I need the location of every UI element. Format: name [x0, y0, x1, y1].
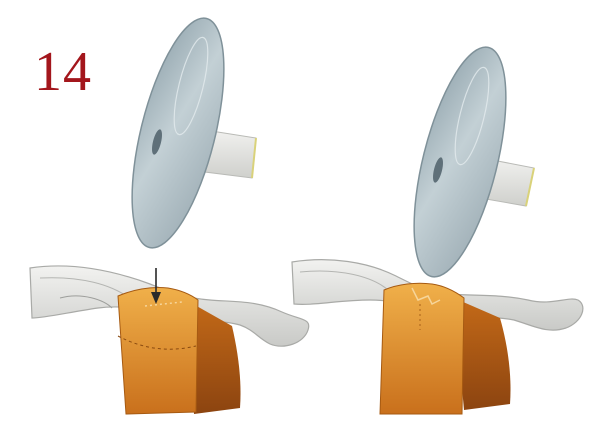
panel-after: [292, 39, 583, 414]
panel-before: [30, 10, 309, 414]
